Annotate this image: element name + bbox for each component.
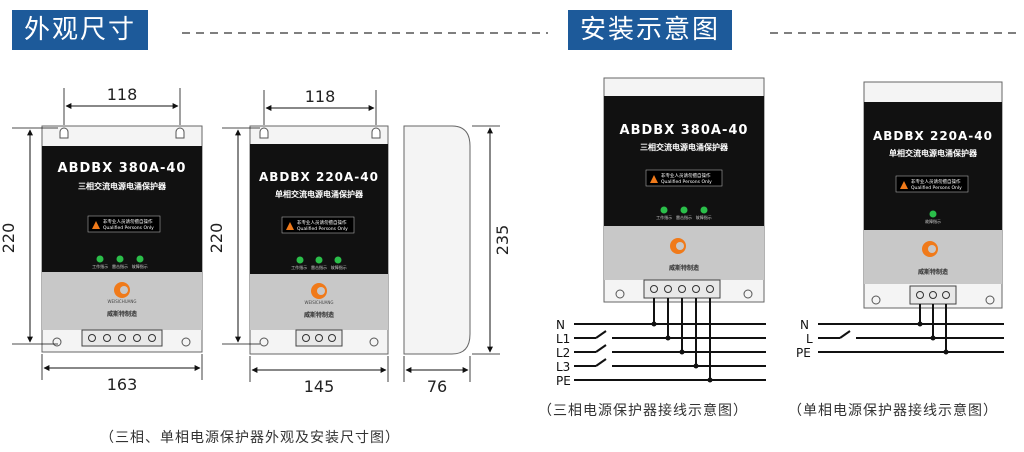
three-phase-status-labels: 工作指示 雷击指示 故障指示 xyxy=(92,263,148,269)
single-phase-dimensions: 118 220 145 xyxy=(207,87,389,396)
three-phase-brand: 威斯特制造 xyxy=(107,310,137,318)
single-phase-subtitle: 单相交流电源电涌保护器 xyxy=(275,189,364,199)
dim-118-a: 118 xyxy=(107,85,138,104)
install-three-phase-brand: 威斯特制造 xyxy=(669,264,699,272)
caption-three-phase-wiring: （三相电源保护器接线示意图） xyxy=(538,403,748,419)
led-icon xyxy=(116,255,124,263)
install-three-phase-model: ABDBX 380A-40 xyxy=(620,123,749,138)
single-phase-warning-en: Qualified Persons Only xyxy=(297,226,348,232)
install-single-phase-warning-en: Qualified Persons Only xyxy=(911,185,962,191)
wire-label-l2: L2 xyxy=(556,346,570,360)
three-phase-brand-en: WEISICHUANG xyxy=(108,299,137,304)
wire-label-l1: L1 xyxy=(556,332,570,346)
install-three-phase-status-labels: 工作指示 雷击指示 故障指示 xyxy=(656,214,712,220)
led-icon xyxy=(680,206,688,214)
led-icon xyxy=(929,210,937,218)
install-three-phase-warning-cn: 非专业人员请勿擅自操作 xyxy=(661,172,711,179)
install-single-phase-subtitle: 单相交流电源电涌保护器 xyxy=(889,148,978,158)
single-phase-device-front: ABDBX 220A-40 单相交流电源电涌保护器 非专业人员请勿擅自操作 Qu… xyxy=(249,125,389,355)
warning-icon xyxy=(286,222,294,230)
wire-label-n-single: N xyxy=(800,318,809,332)
install-three-phase-warning-en: Qualified Persons Only xyxy=(661,179,712,185)
single-phase-wiring-diagram: ABDBX 220A-40 单相交流电源电涌保护器 非专业人员请勿擅自操作 Qu… xyxy=(796,81,1004,360)
install-single-phase-status-label: 故障指示 xyxy=(925,218,941,224)
dim-118-b: 118 xyxy=(305,87,336,106)
three-phase-device-front: ABDBX 380A-40 三相交流电源电涌保护器 非专业人员请勿擅自操作 Qu… xyxy=(41,125,203,353)
dim-220-b: 220 xyxy=(207,223,226,254)
warning-icon xyxy=(92,221,100,229)
three-phase-model: ABDBX 380A-40 xyxy=(58,161,187,176)
install-single-phase-brand: 威斯特制造 xyxy=(918,268,948,276)
three-phase-wiring-diagram: ABDBX 380A-40 三相交流电源电涌保护器 非专业人员请勿擅自操作 Qu… xyxy=(556,77,766,388)
single-phase-model: ABDBX 220A-40 xyxy=(259,170,379,184)
dimensions-header: 外观尺寸 xyxy=(12,10,149,50)
install-single-phase-model: ABDBX 220A-40 xyxy=(873,129,993,143)
side-view-device: 235 76 xyxy=(403,125,512,396)
led-icon xyxy=(296,256,304,264)
install-single-phase-warning-cn: 非专业人员请勿擅自操作 xyxy=(911,178,961,185)
dim-145: 145 xyxy=(304,377,335,396)
led-icon xyxy=(700,206,708,214)
single-phase-status-labels: 工作指示 雷击指示 故障指示 xyxy=(291,264,347,270)
wire-label-pe-single: PE xyxy=(796,346,811,360)
single-phase-brand: 威斯特制造 xyxy=(304,311,334,319)
caption-dimensions: （三相、单相电源保护器外观及安装尺寸图） xyxy=(100,430,400,446)
install-three-phase-subtitle: 三相交流电源电涌保护器 xyxy=(640,142,729,152)
warning-icon xyxy=(650,175,658,183)
dim-235: 235 xyxy=(493,225,512,256)
wire-label-l3: L3 xyxy=(556,360,570,374)
wire-label-n: N xyxy=(556,318,565,332)
led-icon xyxy=(315,256,323,264)
wire-label-l-single: L xyxy=(806,332,813,346)
three-phase-dimensions: 118 220 163 xyxy=(0,85,203,394)
three-phase-warning-en: Qualified Persons Only xyxy=(103,225,154,231)
single-phase-warning-cn: 非专业人员请勿擅自操作 xyxy=(297,219,347,226)
led-icon xyxy=(660,206,668,214)
dim-163: 163 xyxy=(107,375,138,394)
three-phase-subtitle: 三相交流电源电涌保护器 xyxy=(78,181,167,191)
led-icon xyxy=(136,255,144,263)
installation-header: 安装示意图 xyxy=(568,10,733,50)
wire-label-pe: PE xyxy=(556,374,571,388)
led-icon xyxy=(96,255,104,263)
caption-single-phase-wiring: （单相电源保护器接线示意图） xyxy=(788,403,998,419)
dim-76: 76 xyxy=(427,377,447,396)
led-icon xyxy=(334,256,342,264)
warning-icon xyxy=(900,181,908,189)
dim-220-a: 220 xyxy=(0,223,18,254)
three-phase-warning-cn: 非专业人员请勿擅自操作 xyxy=(103,218,153,225)
single-phase-brand-en: WEISICHUANG xyxy=(305,300,334,305)
